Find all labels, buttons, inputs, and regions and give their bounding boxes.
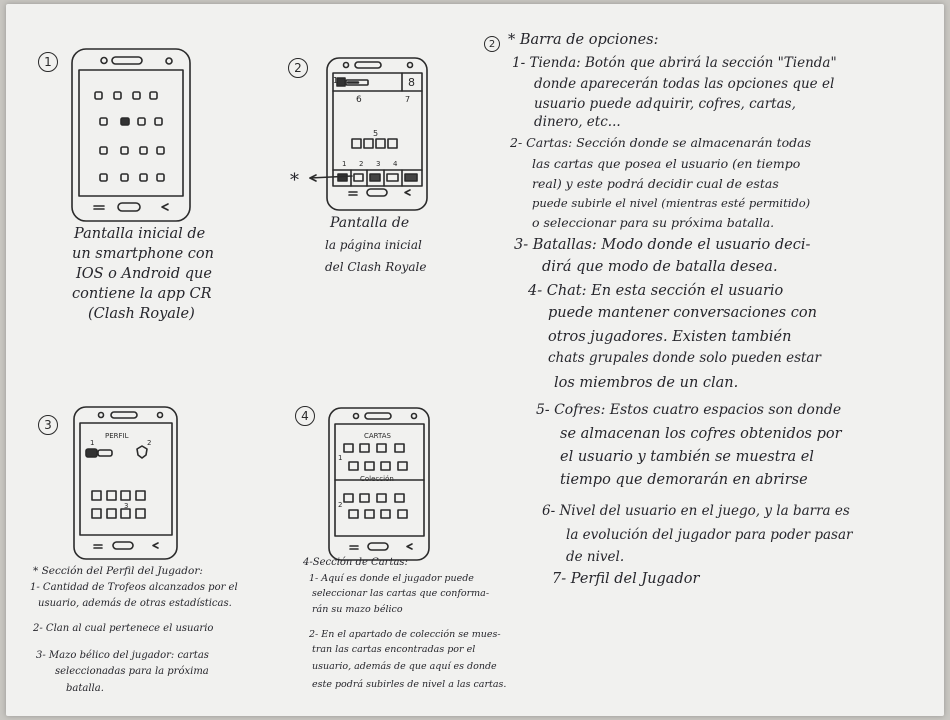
notes-title: * Sección del Perfil del Jugador: bbox=[33, 565, 203, 577]
option-line: usuario puede adquirir, cofres, cartas, bbox=[534, 96, 796, 112]
phone-2-sketch bbox=[309, 57, 428, 211]
option-line: dinero, etc... bbox=[534, 114, 621, 130]
nav-label-1: 1 bbox=[342, 160, 347, 168]
option-line: chats grupales donde solo pueden estar bbox=[548, 350, 821, 366]
panel-4-number: 4 bbox=[295, 406, 315, 426]
label-2: 2 bbox=[338, 501, 343, 509]
phone-3-sketch bbox=[73, 406, 178, 560]
options-number: 2 bbox=[484, 36, 500, 52]
collection-title: Colección bbox=[360, 475, 394, 483]
option-line: se almacenan los cofres obtenidos por bbox=[560, 426, 842, 442]
caption-line: Pantalla inicial de bbox=[74, 226, 206, 242]
note-line: 3- Mazo bélico del jugador: cartas bbox=[36, 650, 209, 661]
option-line: otros jugadores. Existen también bbox=[548, 329, 792, 345]
option-line: 4- Chat: En esta sección el usuario bbox=[528, 283, 784, 299]
nav-label-3: 3 bbox=[376, 160, 381, 168]
option-line: las cartas que posea el usuario (en tiem… bbox=[532, 156, 801, 171]
option-line: 5- Cofres: Estos cuatro espacios son don… bbox=[536, 402, 842, 418]
note-line: usuario, además de que aquí es donde bbox=[312, 661, 497, 672]
option-line: los miembros de un clan. bbox=[554, 375, 739, 391]
note-line: este podrá subirles de nivel a las carta… bbox=[312, 679, 507, 690]
note-line: 1- Aquí es donde el jugador puede bbox=[309, 573, 474, 584]
nav-label-4: 4 bbox=[393, 160, 398, 168]
option-line: 1- Tienda: Botón que abrirá la sección "… bbox=[512, 55, 837, 71]
option-line: donde aparecerán todas las opciones que … bbox=[534, 76, 835, 92]
option-line: tiempo que demorarán en abrirse bbox=[560, 472, 808, 488]
label-6: 6 bbox=[356, 95, 362, 105]
label-1: 1 bbox=[333, 76, 339, 85]
label-3: 3 bbox=[124, 502, 129, 510]
option-line: o seleccionar para su próxima batalla. bbox=[532, 215, 775, 230]
option-line: dirá que modo de batalla desea. bbox=[542, 259, 778, 275]
option-line: puede mantener conversaciones con bbox=[548, 305, 817, 321]
nav-label-2: 2 bbox=[359, 160, 364, 168]
note-line: seleccionadas para la próxima bbox=[55, 666, 209, 677]
note-line: batalla. bbox=[66, 683, 104, 694]
options-title: * Barra de opciones: bbox=[508, 32, 659, 48]
star-marker: * bbox=[290, 170, 299, 191]
cards-title: CARTAS bbox=[364, 432, 391, 440]
option-line: 6- Nivel del usuario en el juego, y la b… bbox=[542, 503, 850, 519]
caption-line: contiene la app CR bbox=[72, 286, 212, 302]
option-line: de nivel. bbox=[566, 549, 625, 565]
label-1: 1 bbox=[90, 439, 95, 447]
label-8: 8 bbox=[408, 76, 415, 89]
notes-title: 4-Sección de Cartas: bbox=[303, 557, 408, 568]
option-line: 3- Batallas: Modo donde el usuario deci- bbox=[514, 237, 811, 253]
option-line: el usuario y también se muestra el bbox=[560, 449, 814, 465]
option-line: 2- Cartas: Sección donde se almacenarán … bbox=[510, 135, 811, 150]
label-2: 2 bbox=[147, 439, 152, 447]
note-line: rán su mazo bélico bbox=[312, 604, 403, 615]
note-line: tran las cartas encontradas por el bbox=[312, 644, 476, 655]
label-1: 1 bbox=[338, 454, 343, 462]
caption-line: un smartphone con bbox=[72, 246, 214, 262]
panel-1-number: 1 bbox=[38, 52, 58, 72]
caption-line: (Clash Royale) bbox=[88, 306, 195, 322]
option-line: 7- Perfil del Jugador bbox=[552, 571, 700, 587]
caption-line: Pantalla de bbox=[330, 215, 410, 231]
note-line: seleccionar las cartas que conforma- bbox=[312, 588, 490, 599]
option-line: puede subirle el nivel (mientras esté pe… bbox=[532, 196, 811, 210]
note-line: usuario, además de otras estadísticas. bbox=[38, 598, 232, 609]
caption-line: la página inicial bbox=[325, 238, 422, 252]
phone-1-sketch bbox=[71, 48, 191, 222]
option-line: la evolución del jugador para poder pasa… bbox=[566, 527, 853, 543]
phone-4-sketch bbox=[328, 407, 430, 561]
note-line: 2- Clan al cual pertenece el usuario bbox=[33, 623, 214, 634]
caption-line: IOS o Android que bbox=[76, 266, 212, 282]
option-line: real) y este podrá decidir cual de estas bbox=[532, 176, 779, 191]
note-line: 1- Cantidad de Trofeos alcanzados por el bbox=[30, 582, 238, 593]
profile-title: PERFIL bbox=[105, 432, 129, 440]
note-line: 2- En el apartado de colección se mues- bbox=[309, 629, 501, 640]
panel-3-number: 3 bbox=[38, 415, 58, 435]
caption-line: del Clash Royale bbox=[325, 260, 427, 274]
label-5: 5 bbox=[373, 129, 379, 138]
panel-2-number: 2 bbox=[288, 58, 308, 78]
label-7: 7 bbox=[405, 95, 411, 104]
